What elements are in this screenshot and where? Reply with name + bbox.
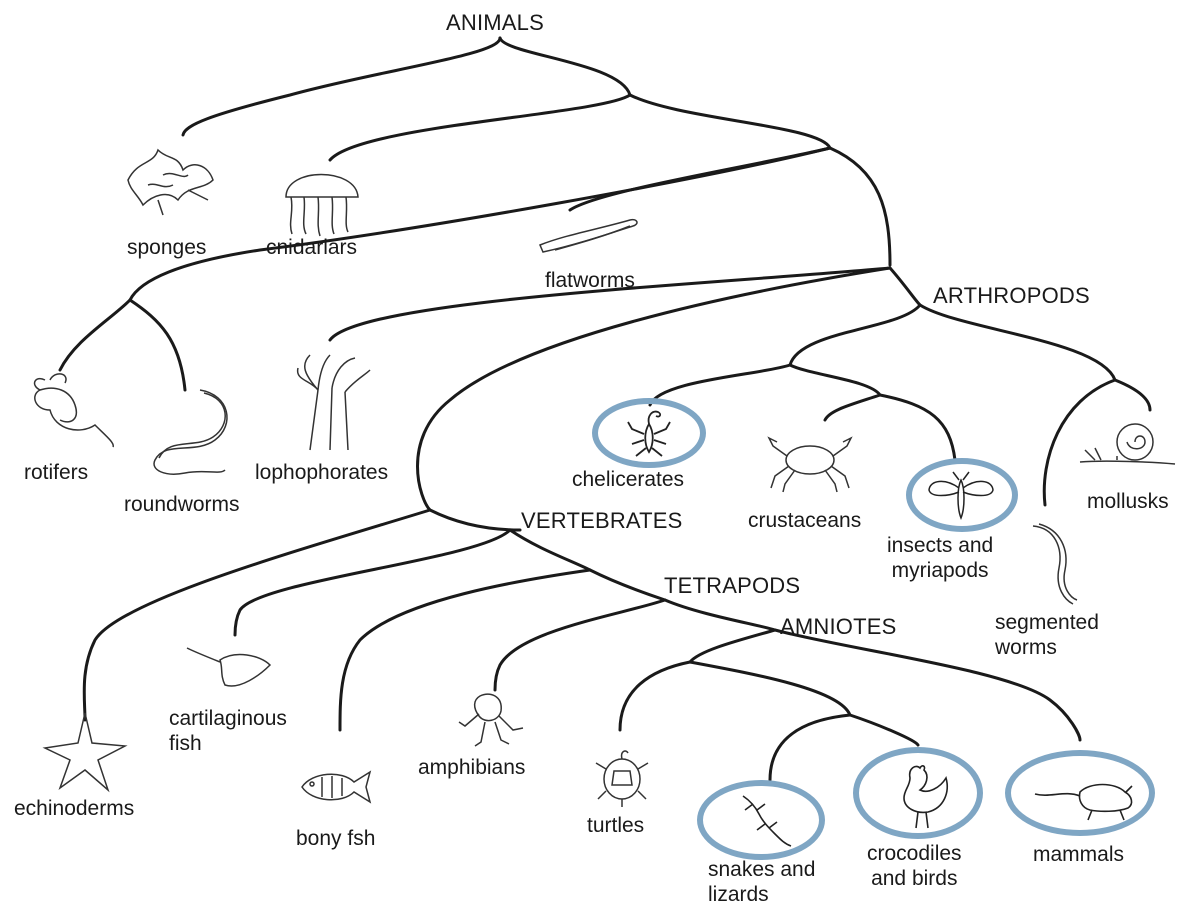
rotifer-illustration bbox=[25, 365, 120, 450]
taxon-label-crustaceans: crustaceans bbox=[748, 508, 861, 533]
mammal-illustration bbox=[1030, 772, 1140, 822]
branch-tetrapods-node bbox=[590, 570, 665, 600]
taxon-label-line: cartilaginous bbox=[169, 706, 287, 731]
branch-animals-root bbox=[183, 38, 500, 135]
taxon-label-line: fish bbox=[169, 731, 287, 756]
branch-to-rotifers-group bbox=[130, 148, 830, 300]
lophophorate-illustration bbox=[290, 350, 375, 455]
branch-roundworms bbox=[130, 300, 185, 390]
branch-to-cnidarians bbox=[330, 95, 630, 160]
branch-archosaur-node bbox=[690, 662, 850, 715]
branch-crust-insect-node bbox=[790, 365, 880, 395]
turtle-illustration bbox=[592, 745, 652, 810]
clade-label-arthropods: ARTHROPODS bbox=[933, 283, 1090, 309]
taxon-label-line: segmented bbox=[995, 610, 1099, 635]
bony-fish-illustration bbox=[292, 762, 374, 812]
taxon-label-line: myriapods bbox=[887, 558, 993, 583]
taxon-label-bony-fish: bony fsh bbox=[296, 826, 375, 851]
branch-reptiles bbox=[690, 630, 775, 662]
scorpion-illustration bbox=[622, 404, 677, 462]
taxon-label-line: crocodiles bbox=[867, 841, 962, 866]
lizard-illustration bbox=[735, 790, 795, 850]
taxon-label-snakes-lizards: snakes and lizards bbox=[708, 857, 815, 907]
taxon-label-cartilaginous-fish: cartilaginous fish bbox=[169, 706, 287, 756]
roundworm-illustration bbox=[145, 385, 240, 480]
starfish-illustration bbox=[40, 708, 130, 793]
clade-label-vertebrates: VERTEBRATES bbox=[521, 508, 683, 534]
branch-main-down bbox=[630, 95, 830, 148]
branch-insects bbox=[880, 395, 955, 460]
taxon-label-mammals: mammals bbox=[1033, 842, 1124, 867]
ray-illustration bbox=[185, 640, 275, 695]
crab-illustration bbox=[765, 432, 855, 494]
taxon-label-roundworms: roundworms bbox=[124, 492, 240, 517]
taxon-label-segmented-worms: segmented worms bbox=[995, 610, 1099, 660]
taxon-label-echinoderms: echinoderms bbox=[14, 796, 134, 821]
branch-crocs bbox=[850, 715, 918, 745]
branch-snakes bbox=[770, 715, 850, 780]
flatworm-illustration bbox=[535, 210, 645, 260]
clade-label-animals: ANIMALS bbox=[446, 10, 544, 36]
rooster-illustration bbox=[880, 758, 955, 833]
taxon-label-lophophorates: lophophorates bbox=[255, 460, 388, 485]
segmented-worm-illustration bbox=[1025, 518, 1080, 608]
branch-amphibians bbox=[495, 600, 665, 690]
branch-animals-right bbox=[500, 38, 630, 95]
taxon-label-amphibians: amphibians bbox=[418, 755, 525, 780]
snail-illustration bbox=[1075, 420, 1180, 470]
taxon-label-crocodiles-birds: crocodiles and birds bbox=[867, 841, 962, 891]
sponge-illustration bbox=[118, 140, 230, 220]
taxon-label-rotifers: rotifers bbox=[24, 460, 88, 485]
taxon-label-sponges: sponges bbox=[127, 235, 206, 260]
taxon-label-cnidarians: cnidariars bbox=[266, 235, 357, 260]
branch-arthro-left bbox=[790, 305, 920, 365]
branch-bilateria bbox=[830, 148, 890, 265]
taxon-label-line: snakes and bbox=[708, 857, 815, 882]
branch-crustaceans bbox=[825, 395, 880, 420]
branch-cartilaginous bbox=[235, 530, 510, 635]
taxon-label-line: lizards bbox=[708, 882, 815, 907]
taxon-label-turtles: turtles bbox=[587, 813, 644, 838]
branch-vertebrates bbox=[430, 510, 520, 530]
taxon-label-mollusks: mollusks bbox=[1087, 489, 1169, 514]
branch-arthropods-node bbox=[890, 268, 920, 305]
branch-rotifers bbox=[60, 300, 130, 370]
taxon-label-line: and birds bbox=[867, 866, 962, 891]
clade-label-amniotes: AMNIOTES bbox=[780, 614, 897, 640]
clade-label-tetrapods: TETRAPODS bbox=[664, 573, 800, 599]
taxon-label-line: worms bbox=[995, 635, 1099, 660]
frog-illustration bbox=[455, 686, 527, 748]
taxon-label-flatworms: flatworms bbox=[545, 268, 635, 293]
branch-arthro-right bbox=[920, 305, 1115, 380]
branch-chelicerates bbox=[650, 365, 790, 405]
branch-vert-down bbox=[510, 530, 590, 570]
taxon-label-insects-myriapods: insects and myriapods bbox=[887, 533, 993, 583]
branch-mollusks bbox=[1115, 380, 1150, 410]
branch-amniotes-node bbox=[665, 600, 775, 630]
taxon-label-line: insects and bbox=[887, 533, 993, 558]
branch-turtles bbox=[620, 662, 690, 730]
taxon-label-chelicerates: chelicerates bbox=[572, 467, 684, 492]
jellyfish-illustration bbox=[276, 162, 368, 237]
insect-illustration bbox=[925, 468, 997, 523]
